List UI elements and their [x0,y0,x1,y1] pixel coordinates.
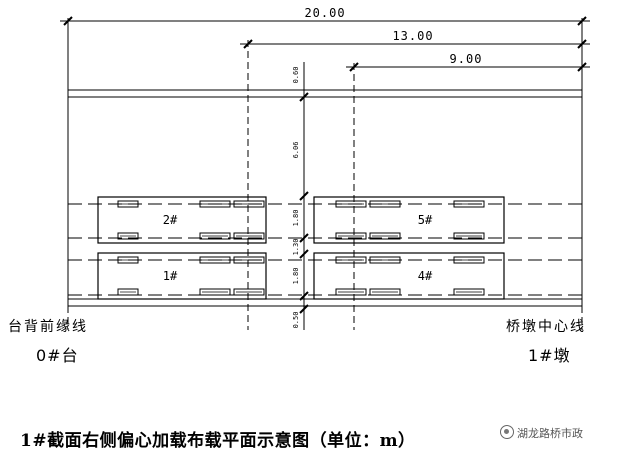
wheel-axle [335,288,367,296]
bridge-deck [67,89,583,330]
right-end-line-label: 桥墩中心线 [506,319,586,335]
figure-caption: 1#截面右侧偏心加载布载平面示意图（单位：m） [20,431,416,451]
wheel-axle [199,288,231,296]
wheel-axle [233,200,265,208]
dimension-chains [60,16,590,330]
vehicle-outline [97,196,267,244]
wheel-axle [453,288,485,296]
watermark: 湖龙路桥市政 [498,425,585,441]
wheel-axle [233,256,265,264]
wheel-axle [335,256,367,264]
wheel-axle [117,200,139,208]
dim-label-overall: 20.00 [304,6,345,20]
vdim-label-0: 0.60 [292,67,300,84]
wheel-axle [453,200,485,208]
vdim-label-4: 1.80 [292,268,300,285]
vertical-dim-labels: 0.60 6.06 1.80 1.30 1.80 0.50 [292,67,300,329]
dim-label-small: 9.00 [450,52,483,66]
wheel-axle [233,288,265,296]
vehicle-group: 2# 1# 5# 4# [97,196,505,300]
vdim-label-5: 0.50 [292,312,300,329]
vdim-label-2: 1.80 [292,210,300,227]
dimension-labels: 20.00 13.00 9.00 [304,6,483,66]
watermark-text: 湖龙路桥市政 [517,427,583,440]
vehicle-label: 5# [418,213,433,227]
dim-label-mid: 13.00 [392,29,433,43]
wheel-axle [369,288,401,296]
vehicle-label: 2# [163,213,178,227]
deck-outline [67,89,583,307]
wheel-axle [199,200,231,208]
wheel-axle [117,288,139,296]
vehicle-label: 4# [418,269,433,283]
wheel-axle [335,200,367,208]
vehicle-outline [313,196,505,244]
vehicle-outline [97,252,267,300]
dim-ticks [63,16,587,72]
wheel-axle [369,232,401,240]
wheel-axle [335,232,367,240]
vehicle-outline [313,252,505,300]
vdim-label-3: 1.30 [292,239,300,256]
lane-lines [68,203,582,296]
wheel-axle [453,232,485,240]
wheel-axle [117,232,139,240]
right-support-label: 1#墩 [528,346,571,365]
wheel-axle [117,256,139,264]
wheel-axle [369,200,401,208]
vehicle-label: 1# [163,269,178,283]
wheel-axle [199,232,231,240]
left-end-line-label: 台背前缘线 [8,319,88,335]
vdim-label-1: 6.06 [292,142,300,159]
wheel-axle [233,232,265,240]
left-support-label: 0#台 [36,346,79,365]
wheel-axle [369,256,401,264]
watermark-logo-icon [500,425,514,439]
wheel-axle [199,256,231,264]
wheel-axle [453,256,485,264]
vertical-dimension [299,62,309,330]
